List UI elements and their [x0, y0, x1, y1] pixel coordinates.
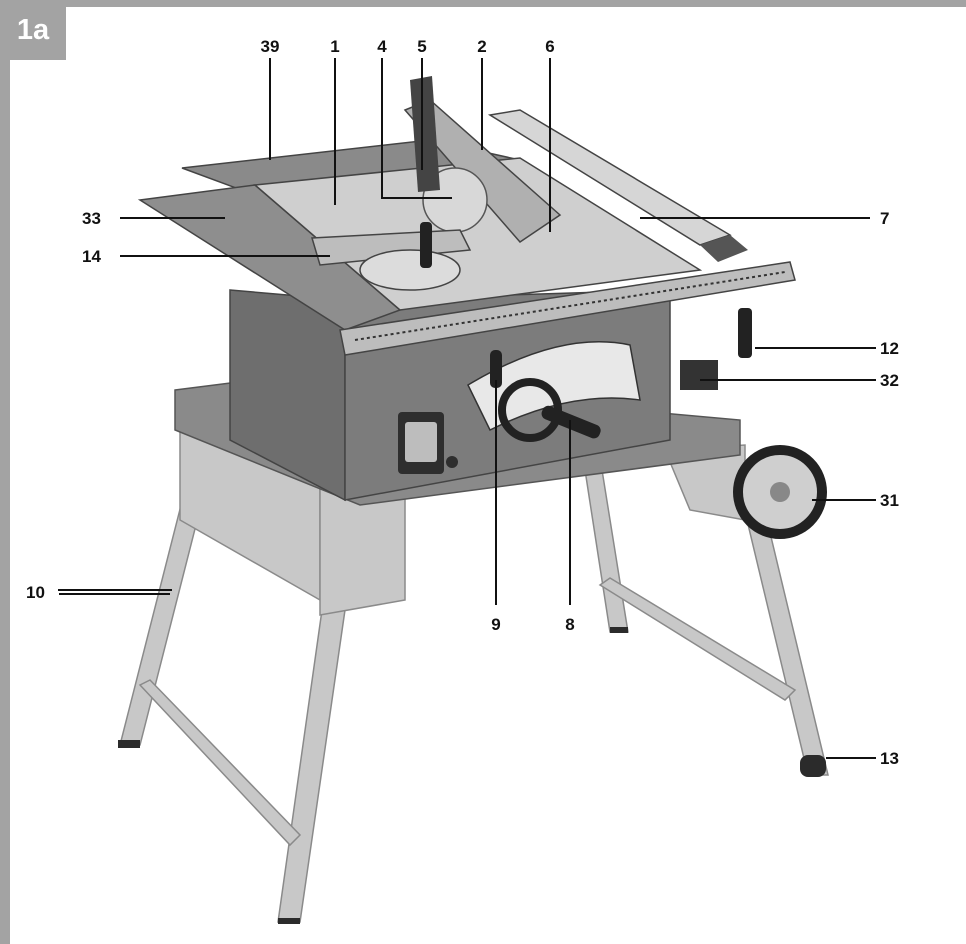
callout-14: 14: [82, 247, 101, 266]
riving-knife: [410, 76, 440, 192]
on-off-switch: [405, 422, 437, 462]
callout-31: 31: [880, 491, 899, 510]
handwheel-handle: [541, 405, 601, 439]
leg-rear-right: [584, 469, 629, 633]
frame-top-bar: [0, 0, 966, 7]
callout-2: 2: [477, 37, 486, 56]
callout-8: 8: [565, 615, 574, 634]
brace-right: [598, 577, 797, 701]
fence-lock-knob: [738, 308, 752, 358]
leg-feet: [118, 627, 826, 924]
bevel-lock-lever: [490, 350, 502, 388]
brace-left: [138, 679, 302, 847]
callout-4: 4: [377, 37, 387, 56]
callout-13: 13: [880, 749, 899, 768]
fence-clamp: [700, 235, 748, 262]
callout-33: 33: [82, 209, 101, 228]
leader-4: [381, 58, 452, 199]
front-rail-scale: [339, 261, 796, 356]
callout-6: 6: [545, 37, 554, 56]
callout-7: 7: [880, 209, 889, 228]
callout-32: 32: [880, 371, 899, 390]
callout-12: 12: [880, 339, 899, 358]
callout-9: 9: [491, 615, 500, 634]
foot-13: [800, 755, 826, 777]
frame-left-bar: [0, 0, 10, 944]
callout-1: 1: [330, 37, 339, 56]
mitre-gauge-knob: [420, 222, 432, 268]
callout-10: 10: [26, 583, 45, 602]
callout-39: 39: [261, 37, 280, 56]
mitre-gauge-protractor: [359, 249, 461, 291]
callout-labels: 39 1 4 5 2 6 7 33 14 12 32 31 10 9 8 13: [26, 37, 899, 768]
bevel-scale: [467, 341, 641, 432]
leg-center-front: [277, 609, 346, 923]
figure-badge: 1a: [0, 0, 66, 60]
callout-leaders: [58, 58, 876, 759]
push-stick-holder: [680, 360, 718, 390]
callout-5: 5: [417, 37, 426, 56]
